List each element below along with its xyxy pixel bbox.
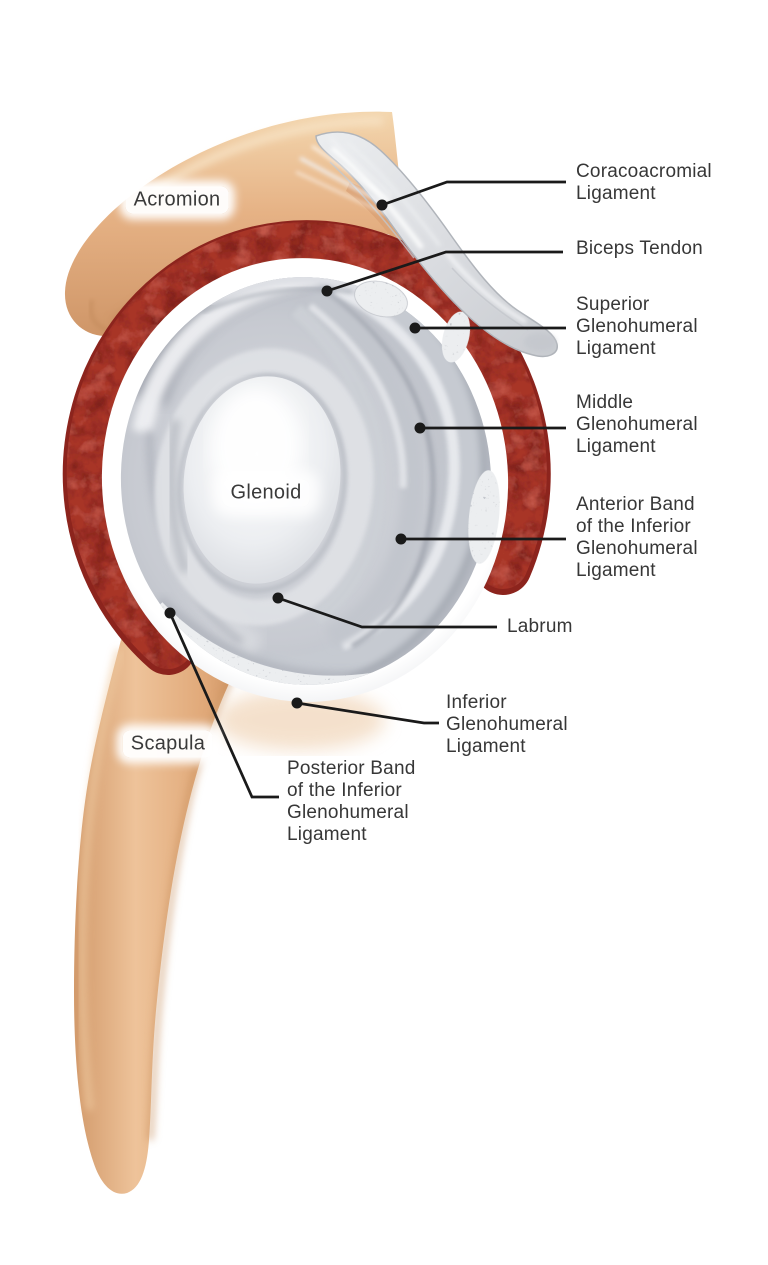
leader-posterior-band	[164, 607, 279, 799]
callout-anterior-band-inferior-glenohumeral-ligament: Anterior Band of the Inferior Glenohumer…	[576, 494, 698, 582]
leader-coracoacromial-ligament	[376, 180, 566, 211]
callout-text-line: Glenohumeral	[576, 316, 698, 337]
callout-posterior-band-inferior-glenohumeral-ligament: Posterior Band of the Inferior Glenohume…	[287, 758, 415, 846]
right-fold-stipple	[468, 470, 500, 564]
callout-text-line: Ligament	[576, 338, 656, 359]
biceps-anchor-stipple	[354, 280, 408, 318]
leader-superior-glenohumeral-ligament	[409, 322, 566, 334]
coracoacromial-ligament-band	[295, 131, 558, 358]
leader-dot	[395, 533, 407, 545]
callout-text-line: Ligament	[446, 736, 526, 757]
leader-dot	[414, 422, 426, 434]
leader-dot	[291, 697, 303, 709]
callout-biceps-tendon: Biceps Tendon	[576, 238, 703, 260]
leader-anterior-band	[395, 533, 566, 545]
callout-middle-glenohumeral-ligament: Middle Glenohumeral Ligament	[576, 392, 698, 458]
leader-dot	[272, 592, 284, 604]
label-scapula: Scapula	[122, 730, 214, 758]
leader-lines	[164, 180, 566, 799]
leader-middle-glenohumeral-ligament	[414, 422, 566, 434]
callout-text-line: of the Inferior	[287, 780, 402, 801]
callout-text-line: Ligament	[287, 824, 367, 845]
bone-shadow-under-capsule	[215, 690, 385, 750]
callout-text-line: Glenohumeral	[576, 414, 698, 435]
callout-coracoacromial-ligament: Coracoacromial Ligament	[576, 161, 712, 205]
label-acromion: Acromion	[125, 186, 229, 214]
leader-dot	[321, 285, 333, 297]
callout-text-line: Coracoacromial	[576, 161, 712, 182]
superior-fold-stipple	[441, 311, 471, 363]
callout-text-line: Ligament	[576, 183, 656, 204]
label-glenoid: Glenoid	[222, 479, 310, 507]
scapula-bone	[74, 612, 250, 1194]
leader-labrum	[272, 592, 497, 629]
callout-text-line: Ligament	[576, 560, 656, 581]
callout-text-line: Superior	[576, 294, 650, 315]
leader-dot	[164, 607, 176, 619]
callout-labrum: Labrum	[507, 616, 573, 638]
callout-text-line: Ligament	[576, 436, 656, 457]
leader-inferior-glenohumeral-ligament	[291, 697, 439, 725]
callout-text-line: Biceps Tendon	[576, 238, 703, 259]
glenoid-rim-tissue	[62, 220, 551, 675]
callout-text-line: Glenohumeral	[576, 538, 698, 559]
callout-text-line: of the Inferior	[576, 516, 691, 537]
callout-text-line: Glenohumeral	[287, 802, 409, 823]
callout-superior-glenohumeral-ligament: Superior Glenohumeral Ligament	[576, 294, 698, 360]
callout-text-line: Anterior Band	[576, 494, 695, 515]
callout-text-line: Glenohumeral	[446, 714, 568, 735]
callout-text-line: Inferior	[446, 692, 507, 713]
leader-biceps-tendon	[321, 250, 563, 297]
leader-dot	[376, 199, 388, 211]
callout-text-line: Labrum	[507, 616, 573, 637]
leader-dot	[409, 322, 421, 334]
callout-inferior-glenohumeral-ligament: Inferior Glenohumeral Ligament	[446, 692, 568, 758]
callout-text-line: Middle	[576, 392, 634, 413]
callout-text-line: Posterior Band	[287, 758, 416, 779]
